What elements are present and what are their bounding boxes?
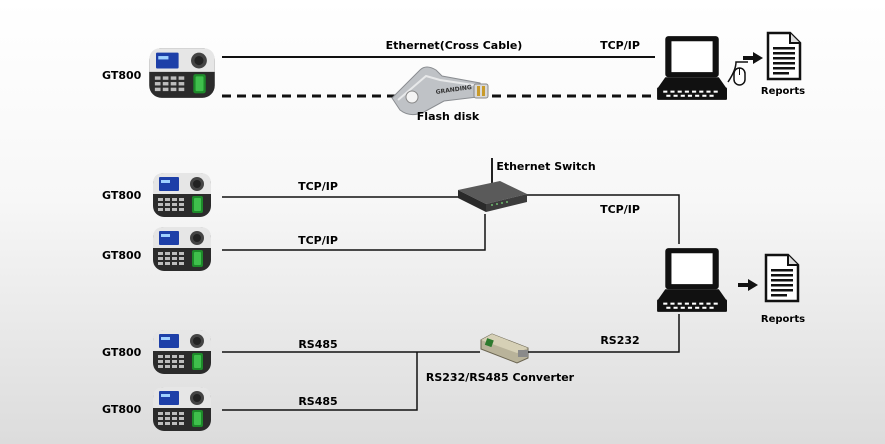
top-document-icon bbox=[766, 31, 802, 81]
middle-link-2 bbox=[222, 214, 486, 251]
rs232-label: RS232 bbox=[600, 334, 639, 347]
bottom-reports-label: Reports bbox=[761, 314, 805, 325]
rs485-label-2: RS485 bbox=[298, 395, 337, 408]
flash-disk-label: Flash disk bbox=[417, 110, 480, 123]
middle-link-label-2: TCP/IP bbox=[298, 234, 338, 247]
bottom-computer-icon bbox=[657, 248, 727, 312]
bottom-device-label-2: GT800 bbox=[102, 403, 142, 416]
flash-disk-icon bbox=[391, 66, 489, 116]
middle-device-label-1: GT800 bbox=[102, 189, 142, 202]
bottom-arrow-right-icon bbox=[738, 279, 758, 291]
bottom-device-label-1: GT800 bbox=[102, 346, 142, 359]
middle-device-label-2: GT800 bbox=[102, 249, 142, 262]
ethernet-switch-label: Ethernet Switch bbox=[496, 160, 595, 173]
middle-link-label-1: TCP/IP bbox=[298, 180, 338, 193]
mouse-icon bbox=[727, 61, 748, 86]
top-terminal-icon bbox=[149, 48, 215, 98]
rs485-link-2 bbox=[222, 352, 418, 411]
bottom-terminal-icon-1 bbox=[153, 330, 211, 374]
top-reports-label: Reports bbox=[761, 86, 805, 97]
top-device-label: GT800 bbox=[102, 69, 142, 82]
switch-uplink-label: TCP/IP bbox=[600, 203, 640, 216]
converter-label: RS232/RS485 Converter bbox=[426, 371, 575, 384]
rs232-uplink-line bbox=[528, 314, 680, 353]
rs485-label-1: RS485 bbox=[298, 338, 337, 351]
middle-terminal-icon-1 bbox=[153, 173, 211, 217]
converter-icon bbox=[480, 333, 529, 364]
top-tcpip-label: TCP/IP bbox=[600, 39, 640, 52]
ethernet-switch-icon bbox=[458, 158, 527, 212]
bottom-terminal-icon-2 bbox=[153, 387, 211, 431]
bottom-document-icon bbox=[764, 253, 800, 303]
ethernet-cable-label: Ethernet(Cross Cable) bbox=[386, 39, 523, 52]
middle-terminal-icon-2 bbox=[153, 227, 211, 271]
top-computer-icon bbox=[657, 36, 727, 100]
switch-uplink-line bbox=[527, 194, 680, 244]
